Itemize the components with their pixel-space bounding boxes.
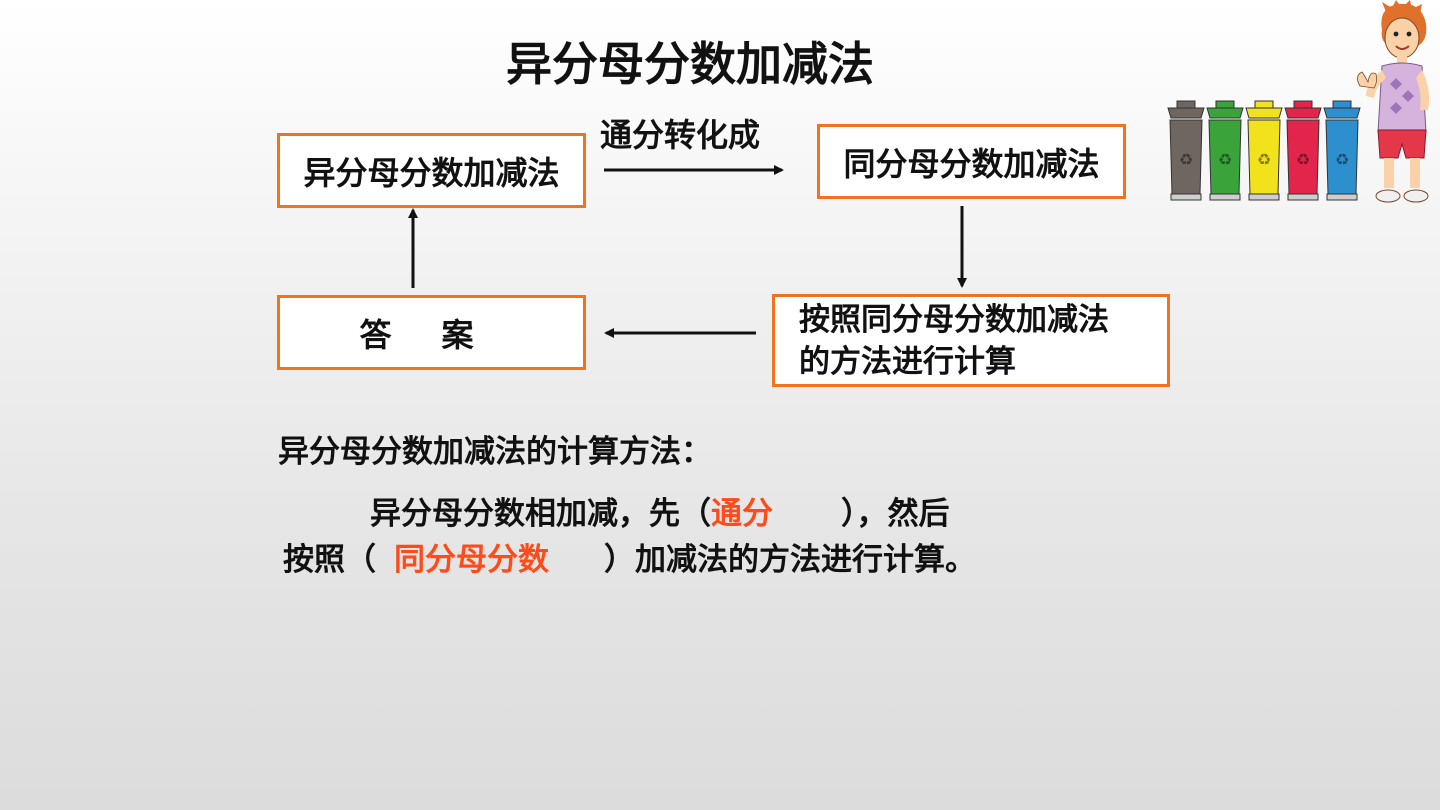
recycle-symbol-icon: ♻ [1296,150,1310,169]
recycle-symbol-icon: ♻ [1335,150,1349,169]
method-box-line1: 按照同分母分数加减法 [799,301,1109,338]
answer-box-label: 答案 [359,315,524,354]
answer-blank-1: 通分 [711,496,773,532]
recycle-bin-icon: ♻ [1206,100,1244,201]
method-box-line2: 的方法进行计算 [799,343,1016,380]
method-line1-text-b: ），然后 [841,496,950,532]
recycle-bins: ♻ ♻ ♻ ♻ ♻ [1167,100,1361,201]
method-heading: 异分母分数加减法的计算方法： [278,434,712,470]
arrow-label: 通分转化成 [600,116,761,154]
method-line2-text-b: ）加减法的方法进行计算。 [604,542,976,578]
recycle-bin-icon: ♻ [1245,100,1283,201]
recycle-bin-icon: ♻ [1167,100,1205,201]
start-box-label: 异分母分数加减法 [303,153,560,192]
answer-box: 答案 [277,295,586,370]
answer-blank-2: 同分母分数 [394,542,549,578]
recycle-symbol-icon: ♻ [1218,150,1232,169]
same-denominator-box-label: 同分母分数加减法 [843,144,1100,183]
method-line1-text-a: 异分母分数相加减，先（ [370,496,711,532]
slide-title: 异分母分数加减法 [506,37,874,91]
method-line-2: 按照（ 同分母分数 ）加减法的方法进行计算。 [283,534,976,579]
method-line-1: 异分母分数相加减，先（通分 ），然后 [370,488,950,533]
recycle-bin-icon: ♻ [1284,100,1322,201]
decorative-illustration: ♻ ♻ ♻ ♻ ♻ [1167,0,1430,203]
recycle-bin-icon: ♻ [1323,100,1361,201]
recycle-symbol-icon: ♻ [1179,150,1193,169]
start-box: 异分母分数加减法 [277,133,586,208]
method-line2-text-a: 按照（ [283,542,376,578]
cartoon-boy-illustration [1357,0,1430,203]
method-box: 按照同分母分数加减法 的方法进行计算 [772,294,1170,387]
same-denominator-box: 同分母分数加减法 [817,124,1126,199]
recycle-symbol-icon: ♻ [1257,150,1271,169]
